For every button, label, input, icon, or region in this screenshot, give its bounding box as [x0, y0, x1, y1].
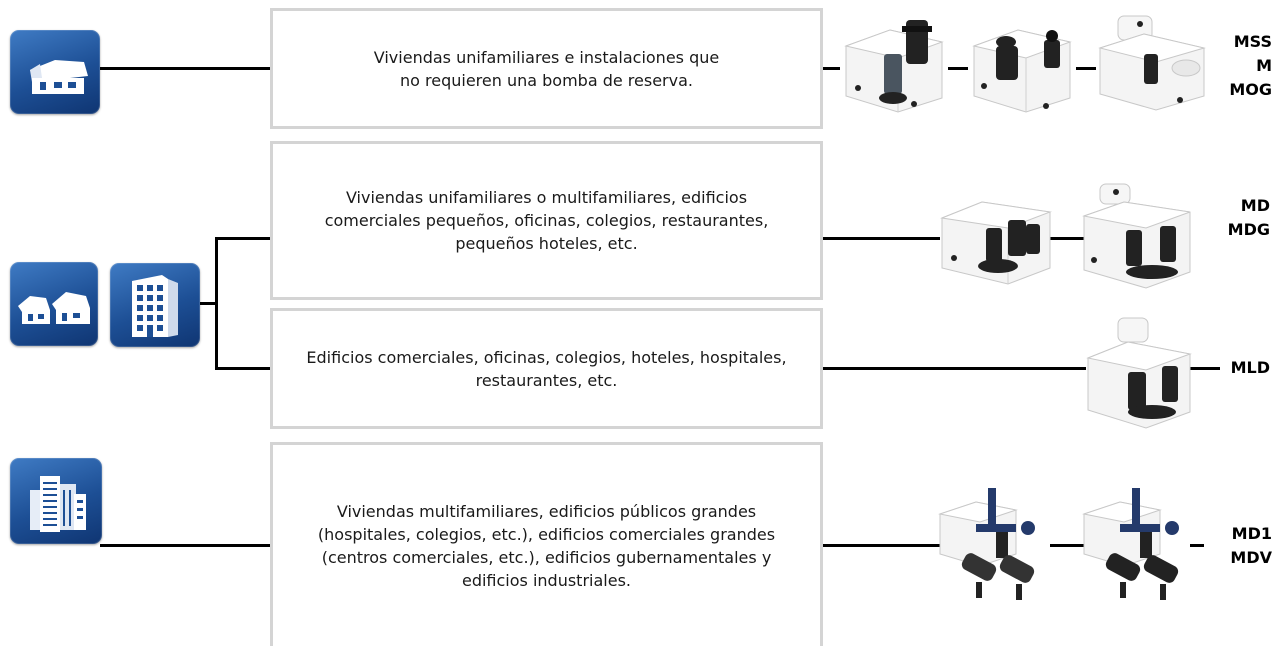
connector-line [1076, 67, 1096, 70]
lifting-station-image [966, 12, 1078, 116]
connector-line [1190, 544, 1204, 547]
model-label: MD [1240, 196, 1270, 215]
model-labels: MD1 MDV [1230, 522, 1272, 570]
connector-line [820, 237, 940, 240]
lifting-station-image [838, 12, 950, 116]
model-label: MLD [1230, 358, 1270, 377]
model-label: MDG [1227, 220, 1270, 239]
connector-line [100, 544, 272, 547]
lifting-station-image [1094, 8, 1210, 114]
connector-line [820, 67, 840, 70]
model-labels: MLD [1231, 356, 1270, 380]
twin-houses-icon [10, 262, 98, 346]
model-label: MOG [1229, 80, 1272, 99]
apartment-building-icon [110, 263, 200, 347]
connector-line [100, 67, 272, 70]
description-box: Viviendas unifamiliares e instalaciones … [270, 8, 823, 129]
connector-line [820, 544, 940, 547]
connector-line [1050, 237, 1084, 240]
description-text: Viviendas unifamiliares e instalaciones … [373, 47, 720, 90]
connector-line [1050, 544, 1084, 547]
description-text: Viviendas unifamiliares o multifamiliare… [324, 188, 769, 253]
connector-line [948, 67, 968, 70]
description-box: Viviendas multifamiliares, edificios púb… [270, 442, 823, 646]
connector-line [215, 367, 272, 370]
connector-line [199, 302, 217, 305]
lifting-station-image [936, 484, 1056, 606]
connector-line [1190, 367, 1220, 370]
lifting-station-image [938, 184, 1054, 290]
description-box: Viviendas unifamiliares o multifamiliare… [270, 141, 823, 300]
model-label: MDV [1230, 548, 1272, 567]
description-text: Edificios comerciales, oficinas, colegio… [306, 347, 787, 390]
connector-line [820, 367, 1086, 370]
model-label: MD1 [1231, 524, 1272, 543]
lifting-station-image [1084, 314, 1194, 430]
description-text: Viviendas multifamiliares, edificios púb… [317, 501, 776, 590]
lifting-station-image [1080, 484, 1200, 606]
lifting-station-image [1080, 180, 1194, 292]
model-label: M [1256, 56, 1272, 75]
connector-line [215, 237, 218, 370]
model-labels: MSS M MOG [1229, 30, 1272, 102]
model-labels: MD MDG [1228, 194, 1270, 242]
description-box: Edificios comerciales, oficinas, colegio… [270, 308, 823, 429]
single-house-icon [10, 30, 100, 114]
connector-line [215, 237, 272, 240]
city-buildings-icon [10, 458, 102, 544]
model-label: MSS [1233, 32, 1272, 51]
